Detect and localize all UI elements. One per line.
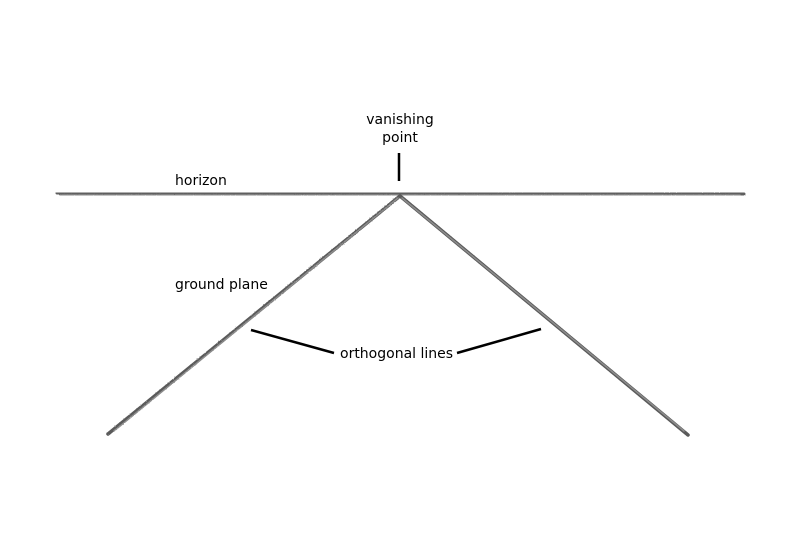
orthogonal-leader-left [250, 328, 335, 355]
vanishing-point-label-line2: point [382, 130, 418, 146]
right-orthogonal-line [398, 194, 690, 437]
orthogonal-leader-right [456, 327, 542, 355]
ground-plane-label: ground plane [175, 277, 268, 293]
horizon-label: horizon [175, 173, 227, 189]
left-orthogonal-line [106, 194, 402, 436]
vanishing-point-label: vanishing point [355, 111, 445, 147]
orthogonal-lines-label: orthogonal lines [340, 346, 454, 362]
vanishing-point-label-line1: vanishing [366, 112, 434, 128]
